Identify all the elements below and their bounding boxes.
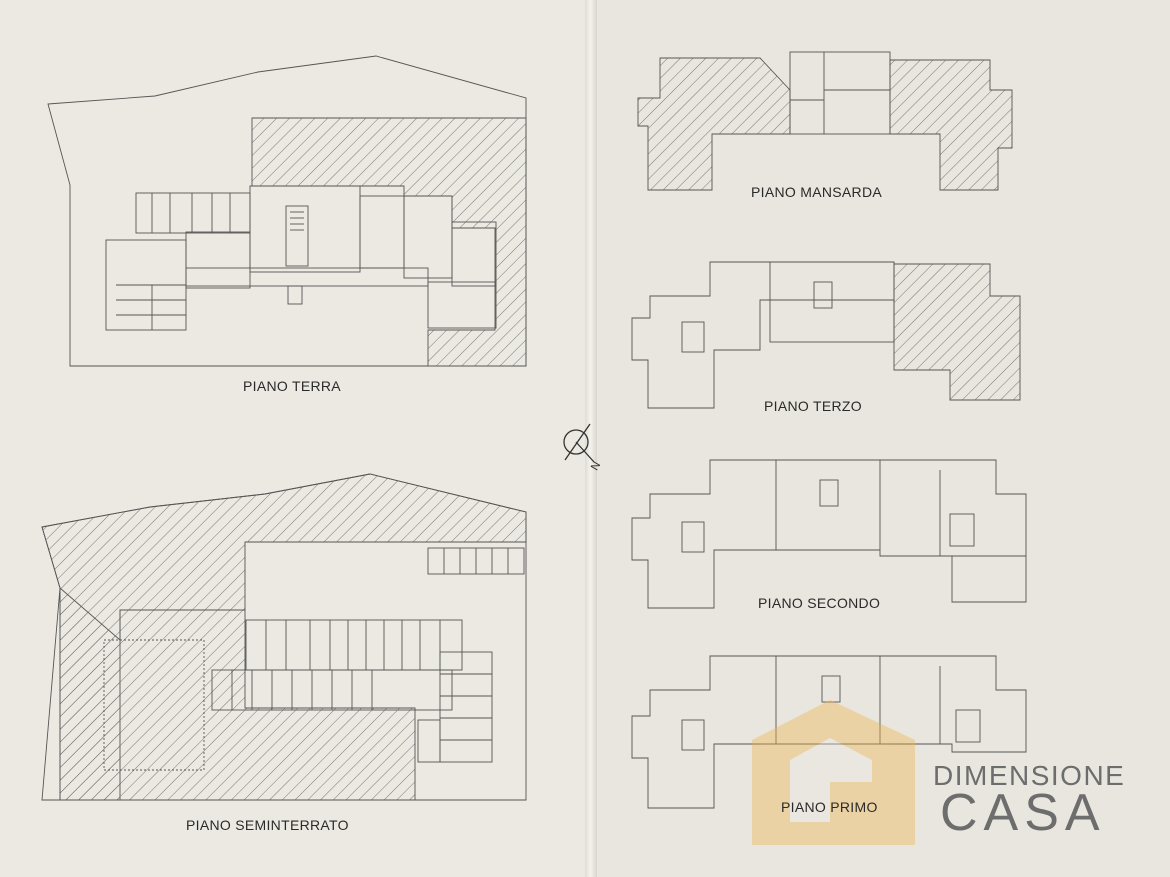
plan-piano-mansarda xyxy=(637,51,1013,191)
north-arrow-icon xyxy=(563,423,595,463)
primo-stair-core xyxy=(821,675,841,703)
watermark-logo-icon xyxy=(752,700,915,845)
seminterrato-boxes-east xyxy=(439,651,493,763)
mansarda-hatch-west xyxy=(637,57,791,191)
terra-site-outline xyxy=(47,55,527,367)
floor-label-terra: PIANO TERRA xyxy=(243,378,341,394)
seminterrato-dashed-area xyxy=(103,639,205,771)
terra-room-b xyxy=(359,195,405,269)
plan-piano-primo xyxy=(631,655,1027,809)
floor-label-mansarda: PIANO MANSARDA xyxy=(751,184,882,200)
plan-piano-terzo xyxy=(631,261,1021,409)
terra-room-a xyxy=(185,231,251,289)
floor-label-primo: PIANO PRIMO xyxy=(781,799,878,815)
seminterrato-box-small xyxy=(417,719,441,763)
terra-stair-1 xyxy=(285,205,309,267)
terra-room-d xyxy=(451,221,497,287)
secondo-outline xyxy=(631,459,1027,609)
primo-stair-west xyxy=(681,719,705,751)
terra-garages-row xyxy=(135,192,251,234)
floor-label-secondo: PIANO SECONDO xyxy=(758,595,881,611)
seminterrato-boxes-row xyxy=(245,619,463,671)
seminterrato-hatch-south xyxy=(59,587,416,801)
plan-piano-terra xyxy=(47,55,527,367)
terra-room-e xyxy=(427,281,497,329)
terra-hatched-area xyxy=(251,117,527,367)
terzo-west-block xyxy=(631,261,895,409)
page-gutter xyxy=(585,0,597,877)
secondo-stair-west xyxy=(681,521,705,553)
terzo-stair xyxy=(813,281,833,309)
terzo-stair-2 xyxy=(681,321,705,353)
secondo-stair-east xyxy=(949,513,975,547)
plan-piano-seminterrato xyxy=(41,473,527,801)
secondo-stair-core xyxy=(819,479,839,507)
primo-outline xyxy=(631,655,1027,809)
plan-piano-secondo xyxy=(631,459,1027,609)
terra-room-c xyxy=(403,195,453,279)
watermark-line1: DIMENSIONE xyxy=(933,760,1126,791)
floor-label-seminterrato: PIANO SEMINTERRATO xyxy=(186,817,349,833)
mansarda-hatch-east xyxy=(889,59,1013,191)
terra-ramp xyxy=(287,285,303,305)
terzo-hatch-east xyxy=(893,263,1021,401)
primo-stair-east xyxy=(955,709,981,743)
floor-label-terzo: PIANO TERZO xyxy=(764,398,862,414)
mansarda-units xyxy=(789,51,891,135)
watermark-line2: CASA xyxy=(940,784,1106,842)
terra-corridor xyxy=(185,267,429,287)
terra-core xyxy=(249,185,361,273)
